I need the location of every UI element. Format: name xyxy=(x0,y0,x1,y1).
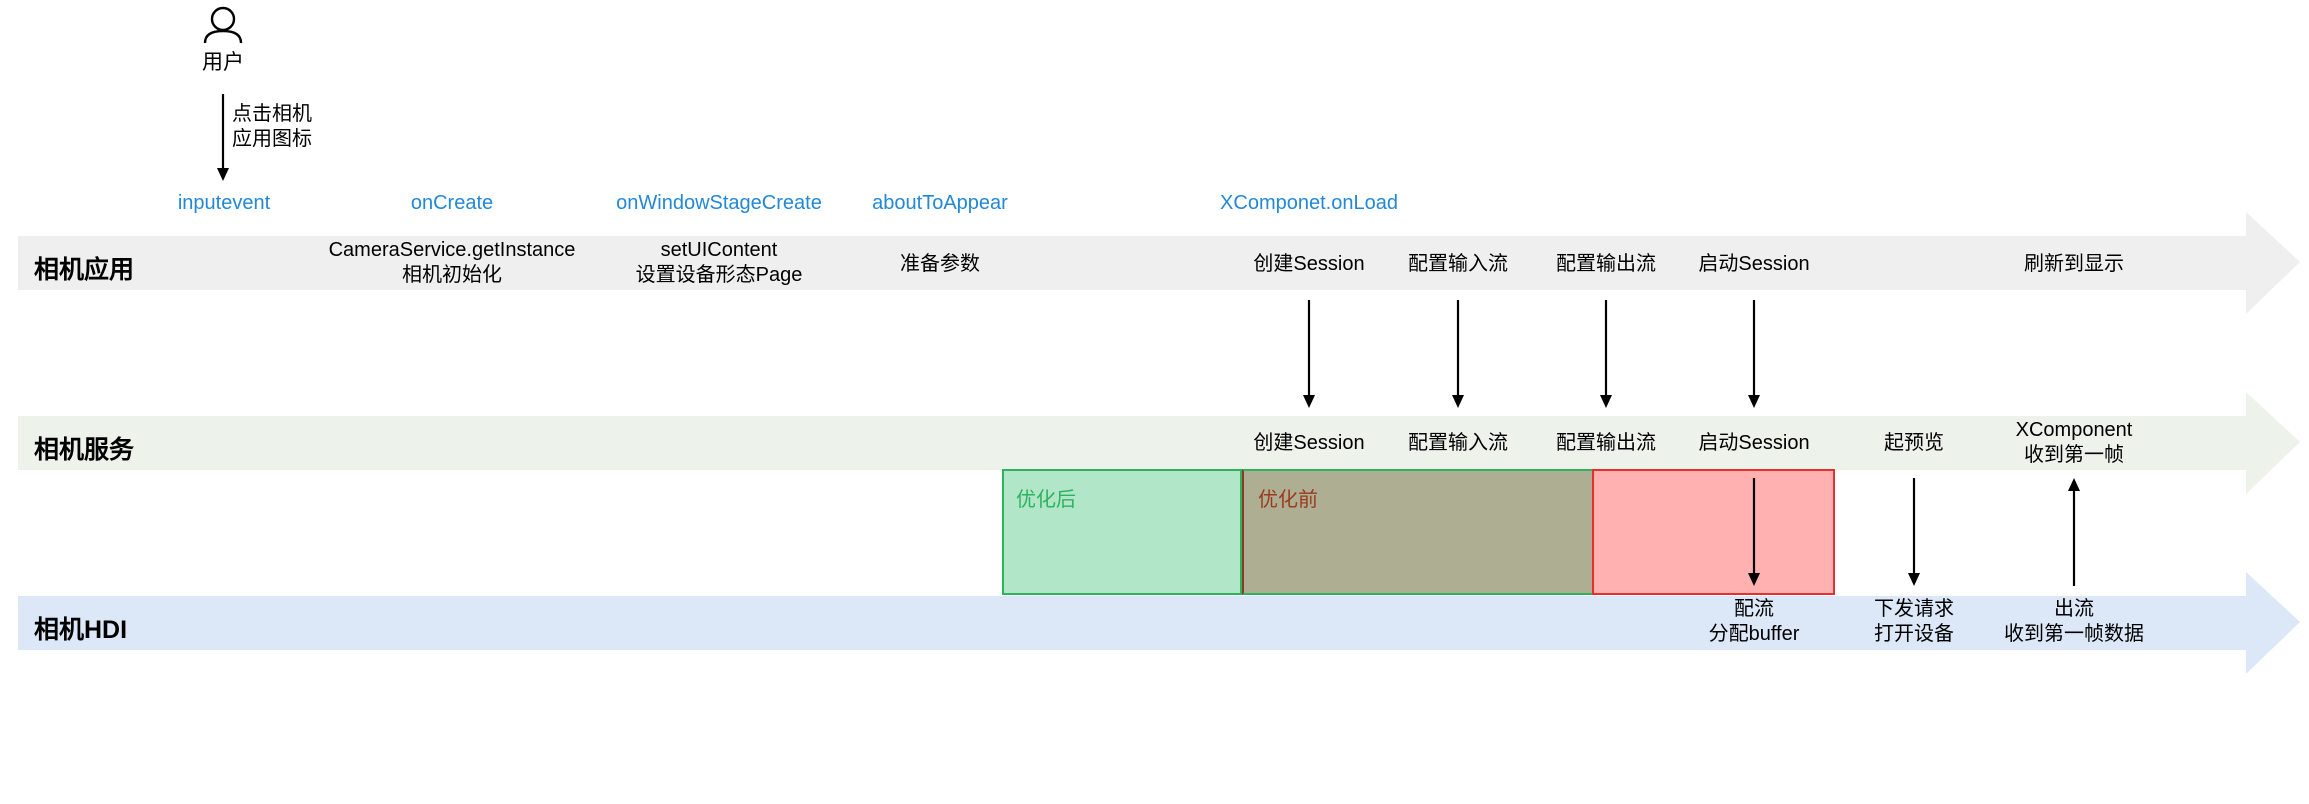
lane-label-hdi: 相机HDI xyxy=(34,616,128,644)
lane-arrow-hdi xyxy=(18,572,2300,674)
app-step-config-output: 配置输出流 xyxy=(1556,253,1656,275)
app-step-camera-init: CameraService.getInstance 相机初始化 xyxy=(329,238,576,288)
hdi-step-stream-alloc-line-2: 分配buffer xyxy=(1708,623,1800,645)
hdi-step-stream-alloc-line-1: 配流 xyxy=(1734,598,1774,620)
phase-label-before: 优化前 xyxy=(1258,489,1318,511)
app-step-set-ui-content-line-1: setUIContent xyxy=(660,239,778,261)
app-step-prepare-params: 准备参数 xyxy=(900,253,980,275)
arrowhead-first-frame-up xyxy=(2068,478,2080,491)
user-action-line-1: 点击相机 xyxy=(232,103,312,125)
app-step-set-ui-content: setUIContent 设置设备形态Page xyxy=(636,238,803,288)
service-step-first-frame: XComponent 收到第一帧 xyxy=(2016,418,2133,468)
lane-label-service: 相机服务 xyxy=(34,436,135,464)
hdi-step-output-stream: 出流 收到第一帧数据 xyxy=(2004,597,2144,647)
callback-abouttoappear: aboutToAppear xyxy=(872,192,1008,214)
service-step-start-session: 启动Session xyxy=(1698,432,1810,454)
service-step-first-frame-line-1: XComponent xyxy=(2015,419,2133,441)
app-step-start-session: 启动Session xyxy=(1698,253,1810,275)
hdi-step-send-request-line-2: 打开设备 xyxy=(1874,623,1954,645)
arrowhead-preview-down xyxy=(1908,573,1920,586)
service-step-first-frame-line-2: 收到第一帧 xyxy=(2024,444,2124,466)
lane-label-app: 相机应用 xyxy=(34,256,135,284)
user-label: 用户 xyxy=(202,51,244,74)
arrowhead-config-input xyxy=(1452,395,1464,408)
lane-arrow-service xyxy=(18,392,2300,494)
hdi-step-send-request-line-1: 下发请求 xyxy=(1874,598,1954,620)
phase-box-red xyxy=(1592,469,1835,595)
hdi-step-send-request: 下发请求 打开设备 xyxy=(1874,597,1954,647)
app-step-refresh-display: 刷新到显示 xyxy=(2024,253,2124,275)
user-action-text: 点击相机 应用图标 xyxy=(232,102,312,152)
callback-xcomponet-onload: XComponet.onLoad xyxy=(1220,192,1398,214)
arrowhead-config-output xyxy=(1600,395,1612,408)
app-step-config-input: 配置输入流 xyxy=(1408,253,1508,275)
arrowhead-stream-down xyxy=(1748,573,1760,586)
callback-inputevent: inputevent xyxy=(177,192,271,214)
app-step-set-ui-content-line-2: 设置设备形态Page xyxy=(635,264,803,286)
arrowhead-start-session xyxy=(1748,395,1760,408)
lane-arrow-app xyxy=(18,212,2300,314)
app-step-camera-init-line-2: 相机初始化 xyxy=(401,264,502,286)
phase-box-before xyxy=(1242,469,1594,595)
service-step-config-output: 配置输出流 xyxy=(1556,432,1656,454)
hdi-step-stream-alloc: 配流 分配buffer xyxy=(1709,597,1800,647)
hdi-step-output-stream-line-2: 收到第一帧数据 xyxy=(2004,623,2144,645)
arrowhead-create-session xyxy=(1303,395,1315,408)
arrowhead-user xyxy=(217,168,229,181)
callback-oncreate: onCreate xyxy=(410,192,494,214)
phase-label-after: 优化后 xyxy=(1016,489,1076,511)
hdi-step-output-stream-line-1: 出流 xyxy=(2054,598,2094,620)
app-step-create-session: 创建Session xyxy=(1253,253,1365,275)
user-action-line-2: 应用图标 xyxy=(232,128,312,150)
callback-onwindowstagecreate: onWindowStageCreate xyxy=(616,192,822,214)
service-step-start-preview: 起预览 xyxy=(1884,432,1944,454)
app-step-camera-init-line-1: CameraService.getInstance xyxy=(328,239,576,261)
phase-box-after xyxy=(1002,469,1242,595)
user-icon xyxy=(203,6,243,44)
service-step-create-session: 创建Session xyxy=(1253,432,1365,454)
service-step-config-input: 配置输入流 xyxy=(1408,432,1508,454)
